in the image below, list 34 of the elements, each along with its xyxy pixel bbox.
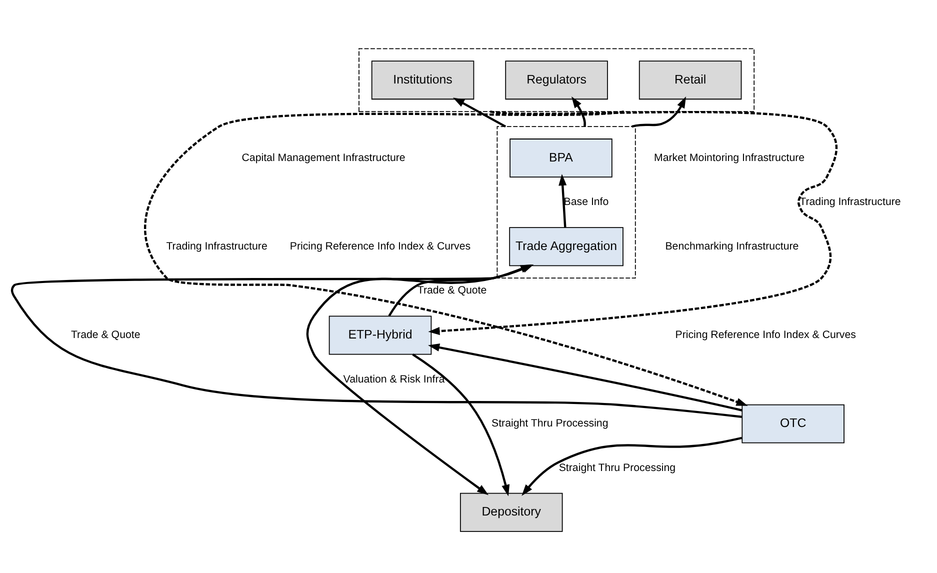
node-box: Retail	[638, 60, 742, 100]
cluster	[496, 126, 636, 279]
label: Benchmarking Infrastructure	[665, 240, 799, 252]
label: Pricing Reference Info Index & Curves	[675, 328, 856, 341]
arrow	[428, 110, 838, 336]
cluster	[358, 48, 755, 112]
arrow	[571, 96, 586, 127]
label: Capital Management Infrastructure	[242, 152, 406, 164]
arrow	[428, 343, 742, 412]
arrow	[632, 96, 686, 128]
arrow	[144, 110, 748, 406]
edge-label: Trading Infrastructure	[166, 240, 268, 252]
node-box: Depository	[460, 492, 563, 532]
edge-label: Straight Thru Processing	[492, 418, 608, 430]
node-box: Institutions	[371, 60, 474, 100]
edge-label: Base Info	[564, 196, 609, 208]
edge-label: Trade & Quote	[417, 284, 487, 297]
edge-label: Valuation & Risk Infra	[343, 373, 445, 386]
arrow	[522, 436, 742, 496]
arrow	[306, 276, 498, 496]
node-box: Regulators	[505, 60, 608, 100]
edge-label: Straight Thru Processing	[558, 462, 676, 474]
node-box: OTC	[742, 404, 844, 444]
node-box: Trade Aggregation	[509, 227, 624, 266]
arrow	[412, 354, 510, 496]
arrow	[558, 174, 567, 228]
label: Pricing Reference Info Index & Curves	[290, 240, 471, 252]
label: Market Mointoring Infrastructure	[654, 152, 805, 164]
edge-label: Trading Infrastructure	[800, 196, 901, 208]
edge-label: Trade & Quote	[70, 328, 140, 341]
arrow	[452, 98, 506, 128]
node-box: BPA	[510, 138, 612, 178]
node-box: ETP-Hybrid	[328, 316, 432, 355]
arrow	[388, 264, 532, 317]
